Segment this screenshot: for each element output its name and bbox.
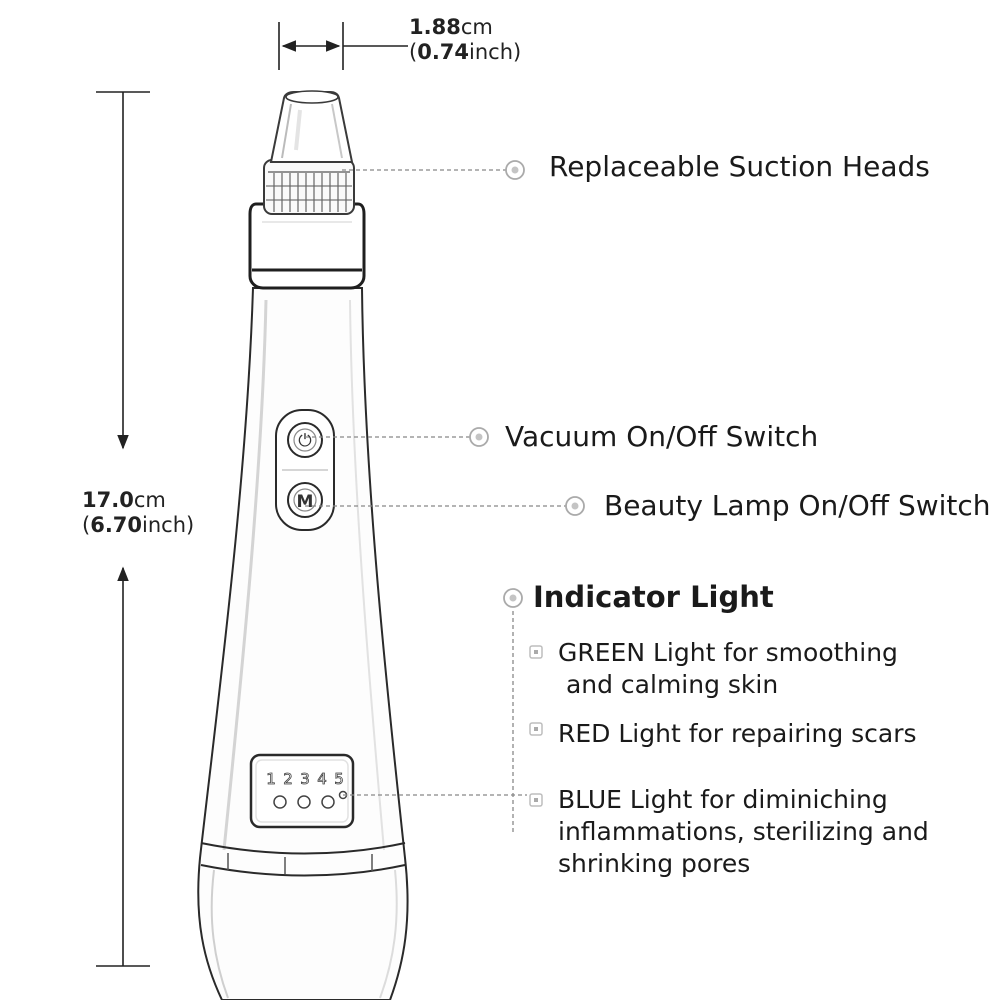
blue-line-2: inflammations, sterilizing and <box>558 817 929 846</box>
indicator-window <box>249 753 355 829</box>
indicator-number-3: 3 <box>300 770 310 788</box>
indicator-led-1 <box>273 795 287 809</box>
height-value-inch: 6.70 <box>90 513 143 537</box>
width-unit-inch: inch <box>469 40 514 64</box>
indicator-number-4: 4 <box>317 770 327 788</box>
device-collar <box>248 202 366 290</box>
red-line-1: RED Light for repairing scars <box>558 719 917 748</box>
width-dimension-label: 1.88cm (0.74inch) <box>409 15 522 64</box>
blue-line-3: shrinking pores <box>558 849 751 878</box>
height-unit-inch: inch <box>142 513 187 537</box>
height-dimension-label: 17.0cm (6.70inch) <box>82 488 195 537</box>
callout-dot-suction <box>505 160 525 180</box>
mode-button[interactable]: M <box>287 482 323 518</box>
power-icon: ⏻ <box>298 431 312 451</box>
width-dimension-marker <box>278 22 408 70</box>
device-body <box>197 287 409 1000</box>
indicator-number-2: 2 <box>283 770 293 788</box>
callout-dot-indicator <box>503 588 523 608</box>
indicator-number-5: 5 <box>334 770 344 788</box>
bullet-red <box>529 722 543 736</box>
bullet-green <box>529 645 543 659</box>
label-vacuum-switch: Vacuum On/Off Switch <box>505 420 819 453</box>
indicator-led-2 <box>297 795 311 809</box>
height-unit-cm: cm <box>133 488 166 512</box>
vacuum-button[interactable]: ⏻ <box>287 422 323 458</box>
indicator-item-green: GREEN Light for smoothing and calming sk… <box>558 637 898 701</box>
mode-m-icon: M <box>297 492 314 512</box>
bullet-blue <box>529 793 543 807</box>
green-line-2: and calming skin <box>558 670 779 699</box>
callout-dot-vacuum <box>469 427 489 447</box>
indicator-light-title: Indicator Light <box>533 580 774 614</box>
width-value-inch: 0.74 <box>417 40 470 64</box>
width-unit-cm: cm <box>460 15 493 39</box>
indicator-item-blue: BLUE Light for diminiching inflammations… <box>558 784 929 880</box>
blue-line-1: BLUE Light for diminiching <box>558 785 888 814</box>
height-dimension-marker <box>96 91 150 967</box>
label-suction-heads: Replaceable Suction Heads <box>549 150 930 183</box>
indicator-number-1: 1 <box>266 770 276 788</box>
width-value-cm: 1.88 <box>409 15 461 39</box>
green-line-1: GREEN Light for smoothing <box>558 638 898 667</box>
suction-head <box>263 90 355 215</box>
indicator-led-3 <box>321 795 335 809</box>
height-value-cm: 17.0 <box>82 488 134 512</box>
label-lamp-switch: Beauty Lamp On/Off Switch <box>604 489 991 522</box>
indicator-item-red: RED Light for repairing scars <box>558 718 917 750</box>
callout-dot-lamp <box>565 496 585 516</box>
